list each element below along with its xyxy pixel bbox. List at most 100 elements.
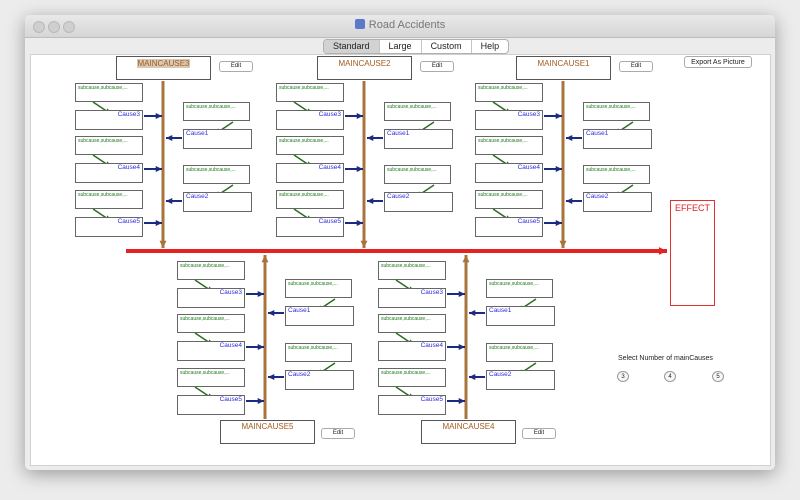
maincause4-cause4-box[interactable]: Cause4 bbox=[378, 341, 446, 361]
maincause4-box[interactable]: MAINCAUSE4 bbox=[421, 420, 516, 444]
maincause1-cause3-box[interactable]: Cause3 bbox=[475, 110, 543, 130]
maincause5-cause2-subcauses[interactable]: subcause,subcause,... bbox=[285, 343, 352, 362]
maincause4-cause4-subcauses[interactable]: subcause,subcause,... bbox=[378, 314, 446, 333]
maincause3-cause1-box[interactable]: Cause1 bbox=[183, 129, 252, 149]
maincause3-cause4-subcauses[interactable]: subcause,subcause,... bbox=[75, 136, 143, 155]
maincause1-bone bbox=[559, 81, 567, 248]
maincause2-cause2-box[interactable]: Cause2 bbox=[384, 192, 453, 212]
maincause2-cause4-subcauses[interactable]: subcause,subcause,... bbox=[276, 136, 344, 155]
maincause2-cause2-arrow bbox=[367, 197, 383, 205]
maincause5-cause5-box[interactable]: Cause5 bbox=[177, 395, 245, 415]
maincause2-cause3-subcauses[interactable]: subcause,subcause,... bbox=[276, 83, 344, 102]
tab-large[interactable]: Large bbox=[380, 40, 422, 53]
maincause4-cause2-subcauses[interactable]: subcause,subcause,... bbox=[486, 343, 553, 362]
maincause1-cause5-arrow bbox=[544, 219, 562, 227]
effect-label: EFFECT bbox=[675, 203, 710, 213]
maincause4-cause1-arrow bbox=[469, 309, 485, 317]
effect-box[interactable]: EFFECT bbox=[670, 200, 715, 306]
maincause3-cause1-arrow bbox=[166, 134, 182, 142]
maincause3-cause3-arrow bbox=[144, 112, 162, 120]
maincause5-cause1-subcauses[interactable]: subcause,subcause,... bbox=[285, 279, 352, 298]
maincause1-cause5-label: Cause5 bbox=[517, 218, 540, 225]
maincause2-cause3-box[interactable]: Cause3 bbox=[276, 110, 344, 130]
maincause4-cause2-label: Cause2 bbox=[489, 371, 512, 378]
maincause3-cause2-box[interactable]: Cause2 bbox=[183, 192, 252, 212]
maincause3-cause3-subcauses[interactable]: subcause,subcause,... bbox=[75, 83, 143, 102]
maincause1-box[interactable]: MAINCAUSE1 bbox=[516, 56, 611, 80]
maincause2-box[interactable]: MAINCAUSE2 bbox=[317, 56, 412, 80]
title-bar: Road Accidents bbox=[25, 15, 775, 38]
maincause1-cause1-subcauses[interactable]: subcause,subcause,... bbox=[583, 102, 650, 121]
maincause4-cause1-subcauses[interactable]: subcause,subcause,... bbox=[486, 279, 553, 298]
maincause2-cause4-label: Cause4 bbox=[318, 164, 341, 171]
maincause1-cause4-subcauses[interactable]: subcause,subcause,... bbox=[475, 136, 543, 155]
maincause2-cause1-label: Cause1 bbox=[387, 130, 410, 137]
maincause5-cause4-subcauses[interactable]: subcause,subcause,... bbox=[177, 314, 245, 333]
maincause5-edit-button[interactable]: Edit bbox=[321, 428, 355, 439]
maincause2-cause3-label: Cause3 bbox=[318, 111, 341, 118]
export-as-picture-button[interactable]: Export As Picture bbox=[684, 56, 752, 68]
maincause5-label: MAINCAUSE5 bbox=[241, 422, 294, 431]
tab-help[interactable]: Help bbox=[480, 41, 500, 51]
maincause1-cause2-subcauses[interactable]: subcause,subcause,... bbox=[583, 165, 650, 184]
minimize-window-button[interactable] bbox=[48, 21, 60, 33]
maincause3-cause3-box[interactable]: Cause3 bbox=[75, 110, 143, 130]
maincause1-cause3-subcauses[interactable]: subcause,subcause,... bbox=[475, 83, 543, 102]
maincause2-cause5-arrow bbox=[345, 219, 363, 227]
maincause1-cause1-label: Cause1 bbox=[586, 130, 609, 137]
maincause2-cause4-box[interactable]: Cause4 bbox=[276, 163, 344, 183]
tab-standard[interactable]: Standard bbox=[324, 40, 380, 53]
maincauses-option-5[interactable]: 5 bbox=[712, 371, 724, 382]
maincause4-cause3-subcauses[interactable]: subcause,subcause,... bbox=[378, 261, 446, 280]
maincause3-cause5-box[interactable]: Cause5 bbox=[75, 217, 143, 237]
maincauses-option-3[interactable]: 3 bbox=[617, 371, 629, 382]
zoom-window-button[interactable] bbox=[63, 21, 75, 33]
maincause2-cause2-label: Cause2 bbox=[387, 193, 410, 200]
maincause4-cause5-box[interactable]: Cause5 bbox=[378, 395, 446, 415]
maincause3-label: MAINCAUSE3 bbox=[137, 59, 190, 68]
maincause1-cause5-subcauses[interactable]: subcause,subcause,... bbox=[475, 190, 543, 209]
maincause2-cause1-subcauses[interactable]: subcause,subcause,... bbox=[384, 102, 451, 121]
maincause4-cause1-box[interactable]: Cause1 bbox=[486, 306, 555, 326]
maincause2-cause2-subcauses[interactable]: subcause,subcause,... bbox=[384, 165, 451, 184]
maincause1-label: MAINCAUSE1 bbox=[537, 59, 590, 68]
maincause3-cause4-box[interactable]: Cause4 bbox=[75, 163, 143, 183]
maincause2-bone bbox=[360, 81, 368, 248]
select-maincauses-label: Select Number of mainCauses bbox=[618, 355, 713, 362]
maincause4-cause5-subcauses[interactable]: subcause,subcause,... bbox=[378, 368, 446, 387]
maincause3-cause2-subcauses[interactable]: subcause,subcause,... bbox=[183, 165, 250, 184]
maincause5-cause3-arrow bbox=[246, 290, 264, 298]
maincause2-edit-button[interactable]: Edit bbox=[420, 61, 454, 72]
maincause5-box[interactable]: MAINCAUSE5 bbox=[220, 420, 315, 444]
maincause4-edit-button[interactable]: Edit bbox=[522, 428, 556, 439]
maincause2-cause5-subcauses[interactable]: subcause,subcause,... bbox=[276, 190, 344, 209]
tab-custom[interactable]: Custom bbox=[422, 40, 472, 53]
maincause3-cause1-subcauses[interactable]: subcause,subcause,... bbox=[183, 102, 250, 121]
maincause3-box[interactable]: MAINCAUSE3 bbox=[116, 56, 211, 80]
maincause5-cause1-box[interactable]: Cause1 bbox=[285, 306, 354, 326]
maincause5-cause3-box[interactable]: Cause3 bbox=[177, 288, 245, 308]
maincause4-cause3-box[interactable]: Cause3 bbox=[378, 288, 446, 308]
maincause5-cause4-box[interactable]: Cause4 bbox=[177, 341, 245, 361]
maincause5-cause5-subcauses[interactable]: subcause,subcause,... bbox=[177, 368, 245, 387]
maincause5-cause3-subcauses[interactable]: subcause,subcause,... bbox=[177, 261, 245, 280]
maincause5-cause2-box[interactable]: Cause2 bbox=[285, 370, 354, 390]
maincause1-edit-button[interactable]: Edit bbox=[619, 61, 653, 72]
maincause1-cause2-box[interactable]: Cause2 bbox=[583, 192, 652, 212]
maincause3-edit-button[interactable]: Edit bbox=[219, 61, 253, 72]
maincause3-cause5-subcauses[interactable]: subcause,subcause,... bbox=[75, 190, 143, 209]
close-window-button[interactable] bbox=[33, 21, 45, 33]
maincause3-cause5-label: Cause5 bbox=[117, 218, 140, 225]
maincause5-cause1-label: Cause1 bbox=[288, 307, 311, 314]
maincause2-cause1-box[interactable]: Cause1 bbox=[384, 129, 453, 149]
maincause4-cause2-box[interactable]: Cause2 bbox=[486, 370, 555, 390]
maincause1-cause1-box[interactable]: Cause1 bbox=[583, 129, 652, 149]
maincause2-cause5-box[interactable]: Cause5 bbox=[276, 217, 344, 237]
maincause1-cause4-box[interactable]: Cause4 bbox=[475, 163, 543, 183]
maincauses-option-4[interactable]: 4 bbox=[664, 371, 676, 382]
maincause1-cause5-box[interactable]: Cause5 bbox=[475, 217, 543, 237]
maincause3-cause4-label: Cause4 bbox=[117, 164, 140, 171]
maincause4-cause4-label: Cause4 bbox=[420, 342, 443, 349]
fishbone-canvas: Export As Picture EFFECT Select Number o… bbox=[30, 54, 771, 466]
maincause2-label: MAINCAUSE2 bbox=[338, 59, 391, 68]
